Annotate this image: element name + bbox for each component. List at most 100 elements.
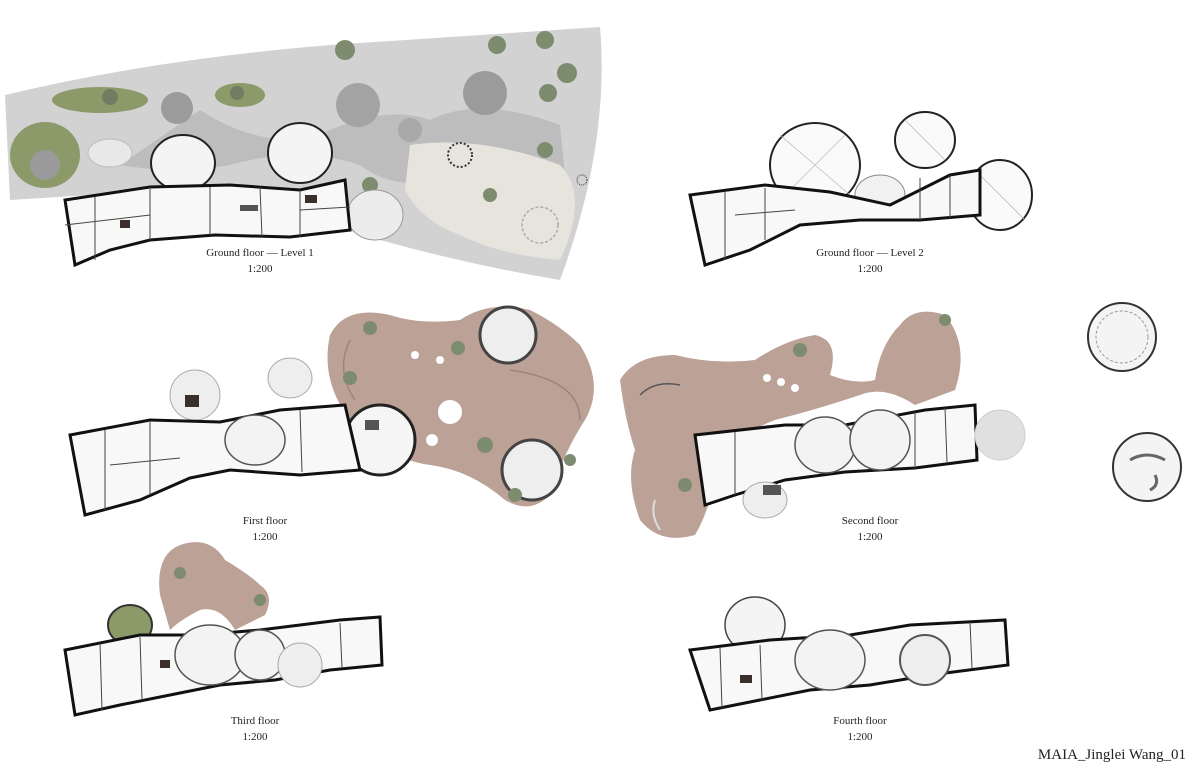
furniture <box>120 220 130 228</box>
round-room <box>849 409 911 471</box>
tree <box>939 314 951 326</box>
round-room <box>234 629 286 681</box>
round-room <box>150 134 216 192</box>
round-plaza <box>398 118 422 142</box>
building-block <box>68 403 362 517</box>
plan-title: First floor <box>242 515 288 527</box>
lawn <box>52 87 148 113</box>
plan-third-floor: Third floor 1:200 <box>60 535 390 745</box>
plan-caption: Ground floor — Level 2 1:200 <box>805 245 935 277</box>
round-room <box>794 416 856 474</box>
tree <box>539 84 557 102</box>
tree <box>483 188 497 202</box>
interior-walls <box>719 621 973 709</box>
plan-fourth-floor: Fourth floor 1:200 <box>680 590 1020 745</box>
tree <box>102 89 118 105</box>
round-room <box>87 138 133 168</box>
round-plaza <box>336 83 380 127</box>
void <box>411 351 419 359</box>
tree <box>477 437 493 453</box>
round-room <box>346 189 404 241</box>
plan-ground-floor-level-2: Ground floor — Level 2 1:200 <box>680 110 1040 280</box>
building-block <box>63 178 352 268</box>
plan-scale: 1:200 <box>847 731 873 743</box>
terrace-arcs <box>342 339 356 401</box>
void <box>426 434 438 446</box>
tree <box>557 63 577 83</box>
tree <box>254 594 266 606</box>
void <box>436 356 444 364</box>
void <box>763 374 771 382</box>
tree <box>537 142 553 158</box>
round-room <box>794 629 866 691</box>
interior-walls <box>64 186 351 260</box>
tree <box>363 321 377 335</box>
plan-title: Ground floor — Level 2 <box>816 247 924 259</box>
plan-caption: Ground floor — Level 1 1:200 <box>195 245 325 277</box>
round-plaza <box>30 150 60 180</box>
plan-scale: 1:200 <box>247 263 273 275</box>
plan-title: Ground floor — Level 1 <box>206 247 314 259</box>
author-credit: MAIA_Jinglei Wang_01 <box>1037 747 1186 763</box>
interior-walls <box>104 409 303 510</box>
plan-caption: Second floor 1:200 <box>810 513 930 545</box>
round-room <box>277 642 323 688</box>
furniture <box>185 395 199 407</box>
round-detail-lower <box>1110 430 1185 505</box>
tree <box>678 478 692 492</box>
tree <box>508 488 522 502</box>
tree <box>174 567 186 579</box>
round-room <box>500 438 564 502</box>
plan-scale: 1:200 <box>857 263 883 275</box>
tree <box>335 40 355 60</box>
void <box>777 378 785 386</box>
plan-caption: Fourth floor 1:200 <box>805 713 915 745</box>
tree <box>230 86 244 100</box>
play-ring <box>576 174 588 186</box>
furniture <box>160 660 170 668</box>
plan-scale: 1:200 <box>252 531 278 543</box>
plan-title: Fourth floor <box>833 715 887 727</box>
plan-first-floor: First floor 1:200 <box>60 300 610 545</box>
plan-caption: First floor 1:200 <box>205 513 325 545</box>
round-room <box>899 634 951 686</box>
round-plaza <box>161 92 193 124</box>
tree <box>536 31 554 49</box>
plan-title: Second floor <box>841 515 899 527</box>
round-room <box>267 122 333 184</box>
terrace-arcs <box>509 369 581 421</box>
tree <box>488 36 506 54</box>
plan-second-floor: Second floor 1:200 <box>615 300 1035 545</box>
play-ring <box>521 206 559 244</box>
tree <box>362 177 378 193</box>
void <box>438 400 462 424</box>
furniture <box>240 205 258 211</box>
building-block <box>688 168 982 267</box>
interior-walls <box>734 407 948 495</box>
void <box>791 384 799 392</box>
play-ring <box>447 142 473 168</box>
interior-walls <box>99 622 343 711</box>
tree <box>451 341 465 355</box>
round-room <box>267 357 313 399</box>
round-detail-upper <box>1085 300 1160 375</box>
tree <box>564 454 576 466</box>
plan-scale: 1:200 <box>242 731 268 743</box>
furniture <box>740 675 752 683</box>
furniture <box>763 485 781 495</box>
tree <box>343 371 357 385</box>
radial-lines <box>779 119 1026 221</box>
plan-caption: Third floor 1:200 <box>200 713 310 745</box>
plan-title: Third floor <box>230 715 280 727</box>
round-room <box>224 414 286 466</box>
furniture <box>305 195 317 203</box>
interior-walls <box>724 175 951 260</box>
round-room <box>974 409 1026 461</box>
tree <box>793 343 807 357</box>
plan-ground-floor-level-1: Ground floor — Level 1 1:200 <box>0 25 615 280</box>
round-room <box>478 305 538 365</box>
roof-terrace <box>159 542 269 630</box>
terrace-arcs <box>639 383 681 396</box>
furniture <box>365 420 379 430</box>
terrace-arcs <box>652 499 661 531</box>
